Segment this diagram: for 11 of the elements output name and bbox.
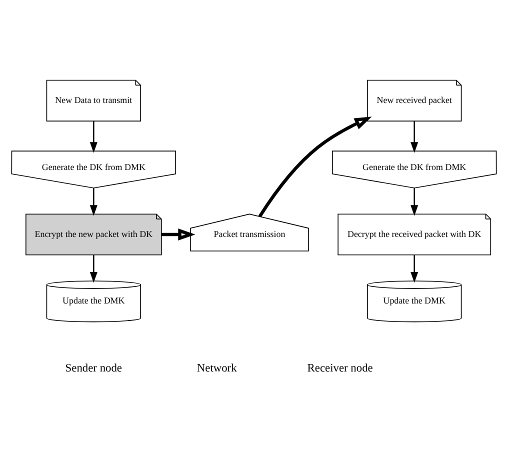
arrow (258, 116, 372, 217)
arrow (410, 187, 418, 216)
arrow (410, 254, 418, 282)
arrow (162, 228, 196, 240)
arrow (90, 187, 98, 216)
label: Sender node (65, 362, 122, 374)
label: Network (196, 362, 237, 374)
arrow (410, 120, 418, 152)
arrow (90, 120, 98, 152)
label: Receiver node (307, 362, 373, 374)
arrow (90, 254, 98, 282)
